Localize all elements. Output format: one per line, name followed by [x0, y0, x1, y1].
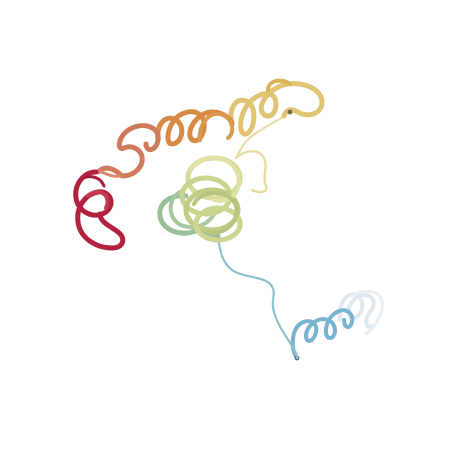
pale-yellow-linker — [234, 114, 286, 194]
salmon-helix — [94, 123, 161, 179]
orange-helix — [155, 109, 235, 147]
yellow-green-coil-bundle — [179, 155, 243, 243]
c-terminus-fade — [337, 289, 384, 336]
teal-linker — [216, 234, 299, 360]
gold-helix — [228, 78, 325, 137]
c-terminus-blue-helix — [290, 308, 355, 361]
n-terminus-crimson-loop — [73, 169, 126, 251]
